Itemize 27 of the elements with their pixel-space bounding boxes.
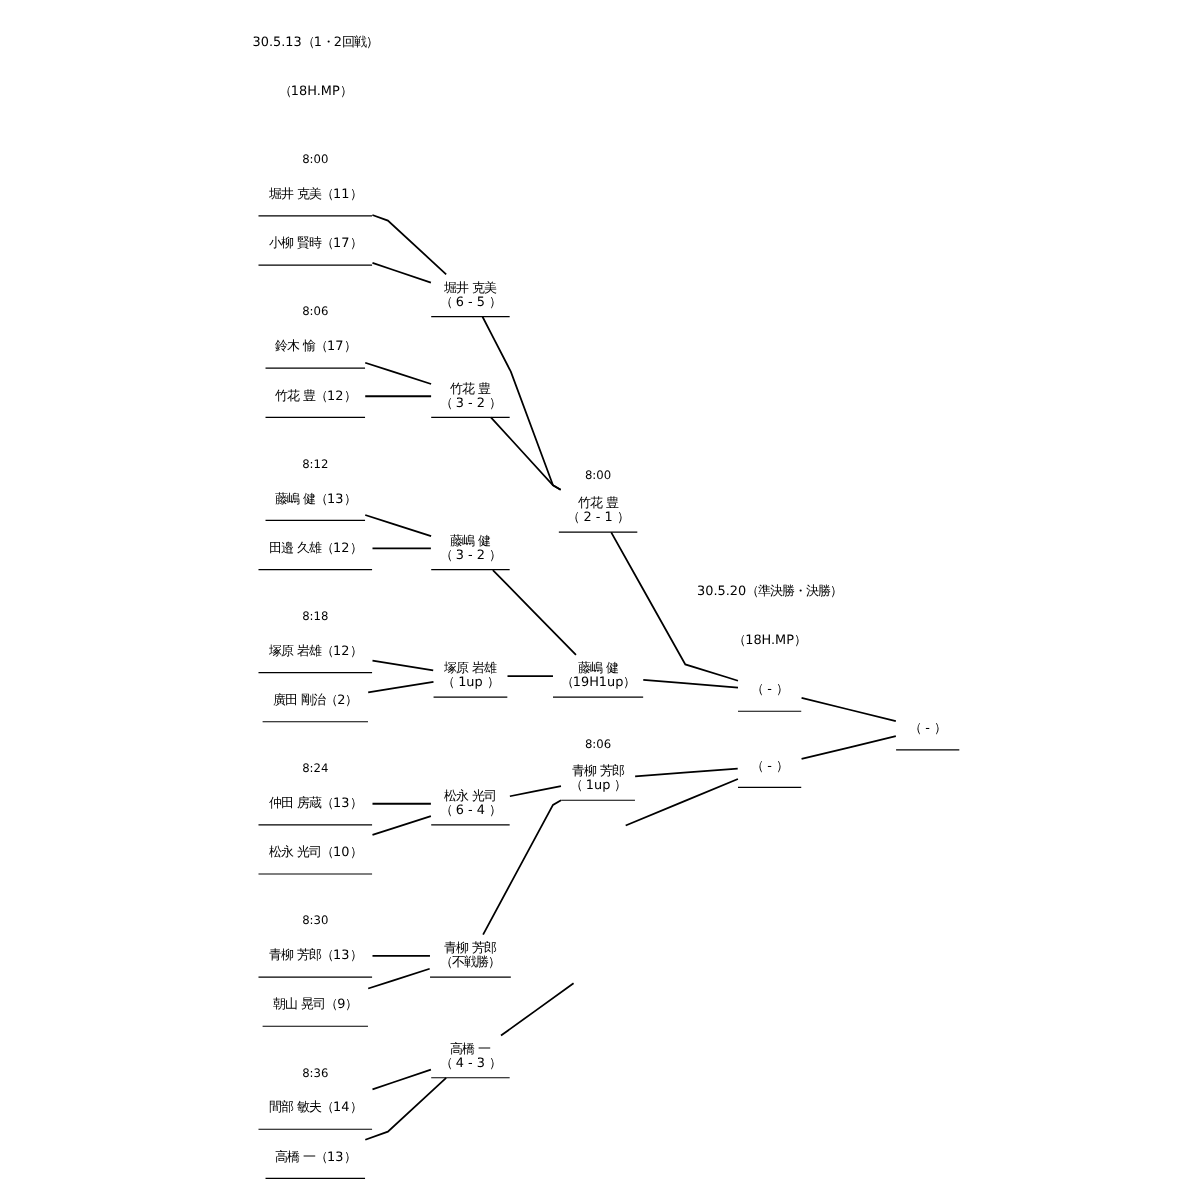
- connector: [491, 569, 576, 656]
- connector: [370, 659, 434, 672]
- connector: [609, 531, 738, 682]
- connector: [370, 802, 431, 805]
- connector: [366, 681, 434, 694]
- connector: [370, 214, 447, 276]
- connector: [370, 1068, 431, 1091]
- connector: [366, 967, 430, 990]
- connector: [363, 514, 431, 538]
- connector: [370, 955, 430, 957]
- connector: [363, 1077, 447, 1141]
- connector: [499, 982, 574, 1037]
- connector: [363, 395, 431, 398]
- connector: [623, 778, 738, 827]
- connector: [370, 547, 431, 550]
- connector: [633, 767, 738, 778]
- connector: [641, 678, 738, 689]
- connector: [370, 262, 431, 284]
- connector: [489, 416, 561, 491]
- connector: [480, 315, 561, 491]
- connector: [370, 815, 431, 836]
- connector: [799, 735, 896, 760]
- connector: [508, 785, 561, 798]
- connector: [481, 799, 561, 936]
- connector: [363, 361, 431, 385]
- connector: [799, 696, 896, 723]
- connector: [505, 675, 553, 677]
